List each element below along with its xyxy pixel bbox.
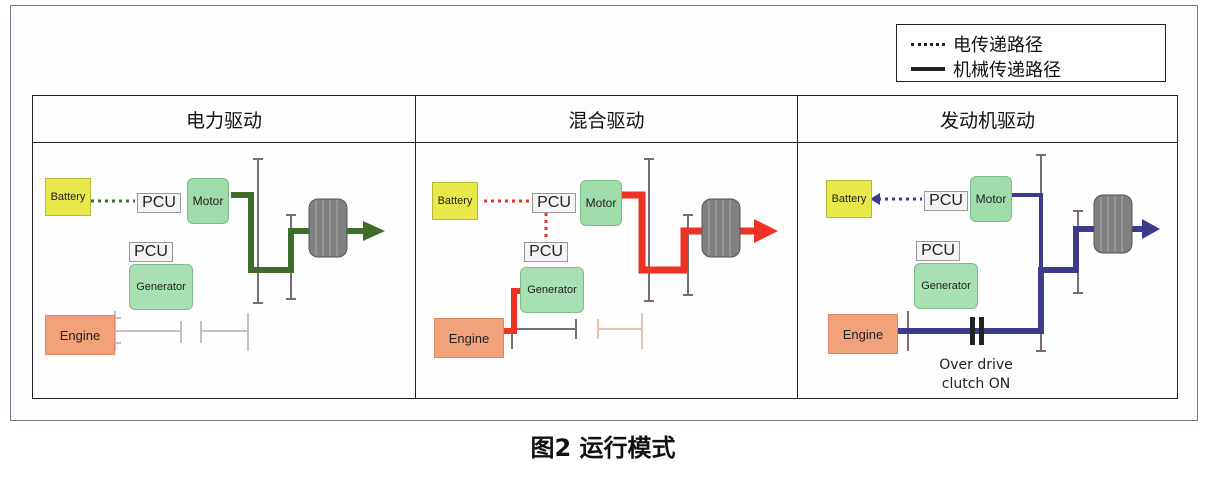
generator-box: Generator [129,264,193,310]
figure-caption: 图2 运行模式 [530,434,676,462]
generator-box: Generator [914,263,978,309]
pcu-box: PCU [137,193,181,213]
motor-box: Motor [187,178,229,224]
overdrive-clutch-note: Over drive clutch ON [926,356,1026,394]
panel-electric-drive: 电力驱动 [33,96,415,398]
generator-pcu-box: PCU [524,242,568,262]
dotted-line-icon [911,42,945,46]
battery-box: Battery [432,182,478,220]
arrow-head-icon [754,219,778,243]
wheel-icon [308,198,348,258]
legend-mechanical-label: 机械传递路径 [953,60,1061,81]
overdrive-clutch-icon [970,317,984,345]
pcu-box: PCU [532,193,576,213]
modes-table: 电力驱动 [32,95,1178,399]
legend-electric-label: 电传递路径 [953,35,1043,56]
motor-shaft-path [1012,193,1043,270]
panel-title: 电力驱动 [33,96,415,143]
wheel-icon [701,198,741,258]
legend-electric: 电传递路径 [911,31,1043,57]
overdrive-note-line2: clutch ON [941,376,1011,392]
hybrid-drive-diagram [484,158,778,349]
generator-pcu-box: PCU [129,242,173,262]
engine-box: Engine [828,314,898,354]
solid-line-icon [911,67,945,71]
motor-box: Motor [970,176,1012,222]
overdrive-note-line1: Over drive [939,357,1013,373]
mechanical-path [884,226,1142,334]
arrow-head-icon [1142,219,1160,239]
mechanical-path [231,192,363,273]
generator-pcu-box: PCU [916,241,960,261]
legend: 电传递路径 机械传递路径 [896,24,1166,82]
pcu-box: PCU [924,191,968,211]
battery-box: Battery [45,178,91,216]
engine-box: Engine [434,318,504,358]
engine-drive-diagram [870,154,1160,352]
mechanical-path [622,191,754,274]
wheel-icon [1093,194,1133,254]
generator-box: Generator [520,267,584,313]
panel-title: 混合驱动 [416,96,797,143]
arrow-left-icon [870,193,880,205]
legend-mechanical: 机械传递路径 [911,56,1061,82]
battery-box: Battery [826,180,872,218]
arrow-head-icon [363,221,385,241]
panel-title: 发动机驱动 [798,96,1177,143]
panel-hybrid-drive: 混合驱动 Battery PC [415,96,797,398]
panel-engine-drive: 发动机驱动 Battery PCU Motor PCU Ge [797,96,1177,398]
engine-box: Engine [45,315,115,355]
motor-box: Motor [580,180,622,226]
